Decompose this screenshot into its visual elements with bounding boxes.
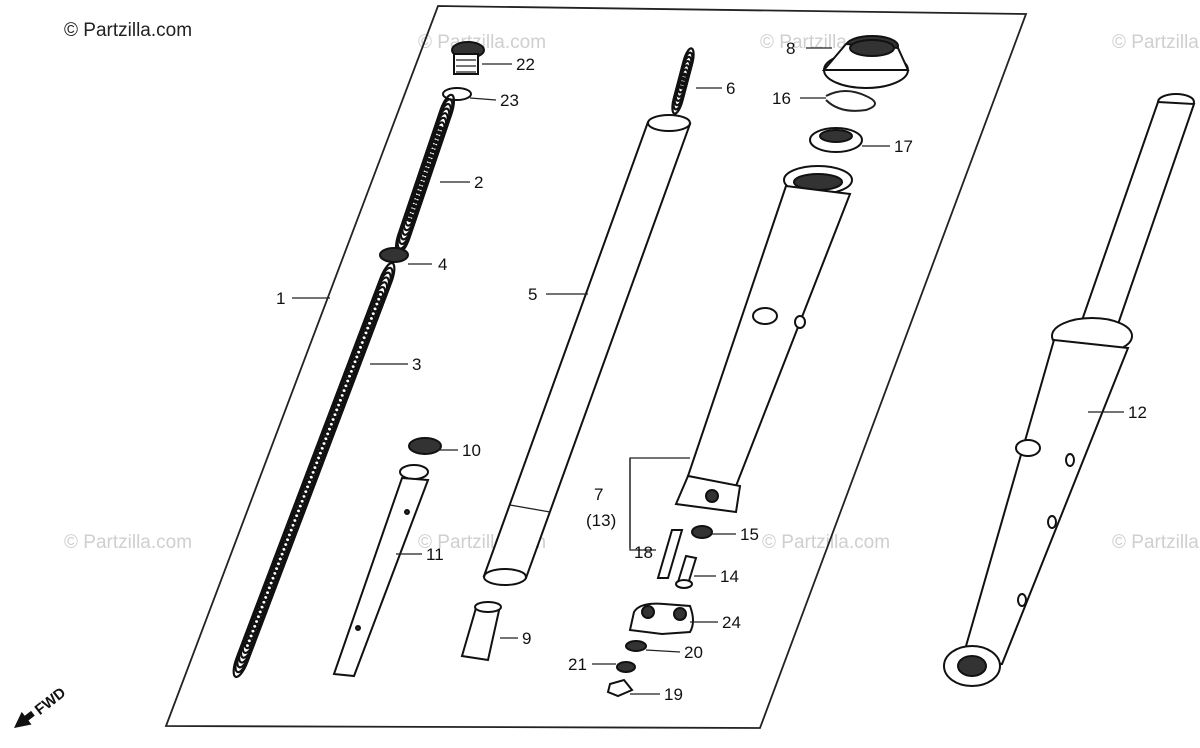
watermark: © Partzilla.com: [418, 32, 546, 53]
part-8-cover: [821, 35, 910, 89]
watermark: © Partzilla.com: [1112, 532, 1200, 553]
callout-labels: 22 23 2 4 3 1 5 6 8 16 17 12 10 11 9 7 (…: [276, 39, 1147, 704]
callout-21: 21: [568, 655, 587, 674]
part-18-stud: [656, 529, 684, 579]
part-7-fork-slider: [674, 165, 853, 514]
part-20-washer: [625, 640, 647, 652]
part-14-bolt: [675, 554, 698, 589]
part-10-washer: [408, 437, 442, 455]
copyright-text: © Partzilla.com: [64, 20, 193, 41]
callout-23: 23: [500, 91, 519, 110]
part-16-circlip: [825, 90, 876, 112]
part-15-washer: [691, 525, 713, 539]
callout-16: 16: [772, 89, 791, 108]
part-4-spacer: [379, 247, 409, 263]
part-11-damper-rod: [332, 464, 430, 678]
callout-18: 18: [634, 543, 653, 562]
part-5-fork-tube: [482, 114, 692, 586]
callout-7-alt: (13): [586, 511, 616, 530]
callout-1: 1: [276, 289, 285, 308]
part-23-o-ring: [442, 87, 472, 101]
callout-4: 4: [438, 255, 447, 274]
callout-10: 10: [462, 441, 481, 460]
part-21-washer: [616, 661, 636, 673]
spring-coil: [232, 641, 252, 679]
fwd-label: FWD: [32, 684, 70, 719]
spring-coil: [671, 85, 685, 115]
callout-6: 6: [726, 79, 735, 98]
callout-11: 11: [426, 545, 444, 564]
watermark: © Partzilla.com: [762, 532, 890, 553]
callout-14: 14: [720, 567, 739, 586]
callout-15: 15: [740, 525, 759, 544]
callout-20: 20: [684, 643, 703, 662]
part-9-oil-lock-piece: [460, 601, 502, 662]
callout-24: 24: [722, 613, 741, 632]
part-17-oil-seal: [809, 127, 863, 153]
callout-8: 8: [786, 39, 795, 58]
fwd-arrow: FWD: [14, 684, 70, 728]
part-19-nut: [606, 678, 634, 698]
callout-22: 22: [516, 55, 535, 74]
part-24-axle-holder: [628, 602, 694, 636]
callout-19: 19: [664, 685, 683, 704]
callout-12: 12: [1128, 403, 1147, 422]
part-6-rebound-spring: [671, 47, 695, 115]
callout-2: 2: [474, 173, 483, 192]
assembly-frame: [164, 5, 1028, 729]
watermark: © Partzilla.com: [64, 532, 192, 553]
callout-3: 3: [412, 355, 421, 374]
callout-9: 9: [522, 629, 531, 648]
leader-lines: [292, 47, 1124, 695]
watermark: © Partzilla.com: [1112, 32, 1200, 53]
part-3-spring: [232, 261, 396, 679]
part-22-cap-bolt: [451, 41, 485, 75]
callout-17: 17: [894, 137, 913, 156]
part-2-spring: [394, 93, 456, 255]
callout-7: 7: [594, 485, 603, 504]
part-12-fork-assembly: [943, 93, 1196, 687]
callout-5: 5: [528, 285, 537, 304]
